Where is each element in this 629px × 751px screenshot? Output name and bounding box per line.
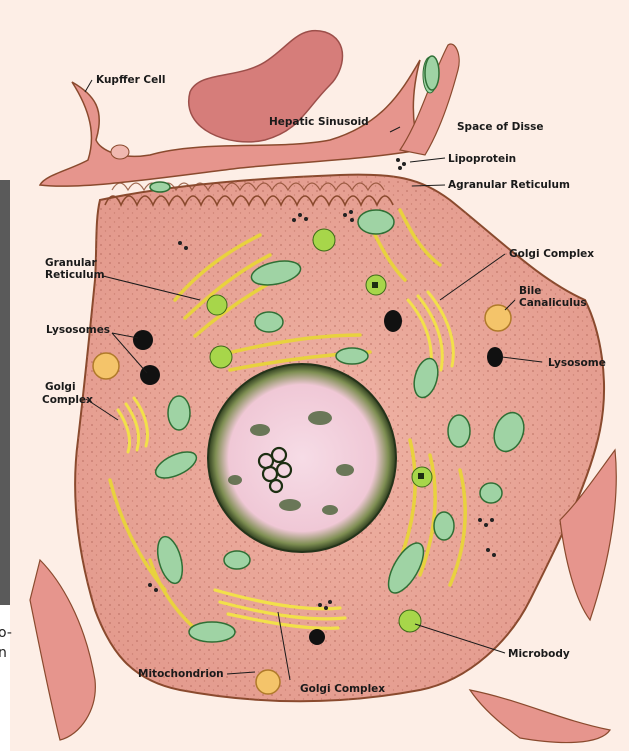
label-granular-reticulum-line2: Reticulum: [45, 269, 105, 281]
label-mitochondrion: Mitochondrion: [138, 668, 224, 680]
label-agranular-reticulum: Agranular Reticulum: [448, 179, 570, 191]
label-lysosome: Lysosome: [548, 357, 606, 369]
label-microbody: Microbody: [508, 648, 570, 660]
label-golgi-complex-left-line2: Complex: [42, 394, 93, 406]
adjacent-cell-left: [30, 560, 95, 740]
label-golgi-complex-bottom: Golgi Complex: [300, 683, 385, 695]
label-space-of-disse: Space of Disse: [457, 121, 544, 133]
label-bile-canaliculus-line2: Canaliculus: [519, 297, 587, 309]
label-bile-canaliculus-line1: Bile: [519, 285, 541, 297]
label-lysosomes: Lysosomes: [46, 324, 110, 336]
label-hepatic-sinusoid: Hepatic Sinusoid: [269, 116, 369, 128]
nucleus: [208, 364, 396, 552]
kupffer-nucleus: [111, 145, 129, 159]
bile-canaliculus-left: [93, 353, 119, 379]
label-granular-reticulum-line1: Granular: [45, 257, 97, 269]
bile-canaliculus-bottom: [256, 670, 280, 694]
label-golgi-complex-left-line1: Golgi: [45, 381, 76, 393]
label-golgi-complex-right: Golgi Complex: [509, 248, 594, 260]
label-kupffer-cell: Kupffer Cell: [96, 74, 165, 86]
label-lipoprotein: Lipoprotein: [448, 153, 516, 165]
bile-canaliculus-right: [485, 305, 511, 331]
